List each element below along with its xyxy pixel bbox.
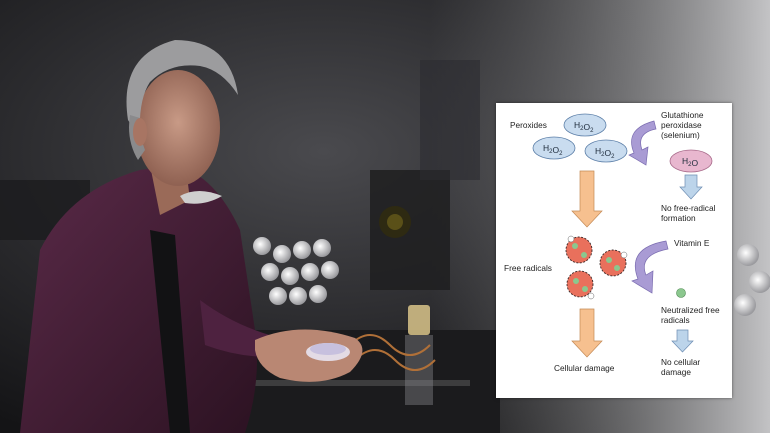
white-spheres: [253, 237, 770, 316]
antioxidant-diagram: Peroxides H2O2 H2O2 H2O2 Glutathione per…: [496, 103, 732, 398]
free-radical-3: [566, 270, 595, 300]
man-figure: [20, 40, 363, 433]
water-molecule: H2O: [669, 149, 713, 173]
peroxidase-label: peroxidase: [661, 120, 702, 130]
selenium-label: (selenium): [661, 130, 700, 140]
peroxides-label: Peroxides: [510, 120, 547, 130]
free-radicals-label: Free radicals: [504, 263, 552, 273]
svg-text:H2O2: H2O2: [574, 120, 594, 134]
h2o2-molecule-right: H2O2: [584, 139, 628, 163]
neutralized-label: Neutralized free: [661, 305, 720, 315]
svg-text:H2O: H2O: [682, 156, 698, 168]
svg-text:H2O2: H2O2: [543, 143, 563, 157]
vitamin-e-label: Vitamin E: [674, 238, 710, 248]
free-radical-1: [565, 235, 593, 264]
neutralized-radical-dot: [676, 288, 686, 298]
orange-arrow-top: [571, 170, 603, 228]
damage-label: damage: [661, 367, 691, 377]
orange-arrow-bottom: [571, 308, 603, 358]
cellular-damage-label: Cellular damage: [554, 363, 615, 373]
no-free-radical-label: No free-radical: [661, 203, 716, 213]
free-radical-2: [599, 249, 628, 277]
no-cellular-label: No cellular: [661, 357, 700, 367]
radicals-label: radicals: [661, 315, 690, 325]
purple-curved-arrow-top: [628, 120, 657, 166]
purple-curved-arrow-bottom: [631, 240, 669, 294]
blue-arrow-bottom: [671, 329, 694, 353]
formation-label: formation: [661, 213, 696, 223]
svg-text:H2O2: H2O2: [595, 146, 615, 160]
blue-arrow-top: [679, 174, 703, 200]
glutathione-label: Glutathione: [661, 110, 704, 120]
h2o2-molecule-left: H2O2: [532, 136, 576, 160]
h2o2-molecule-top: H2O2: [563, 113, 607, 137]
